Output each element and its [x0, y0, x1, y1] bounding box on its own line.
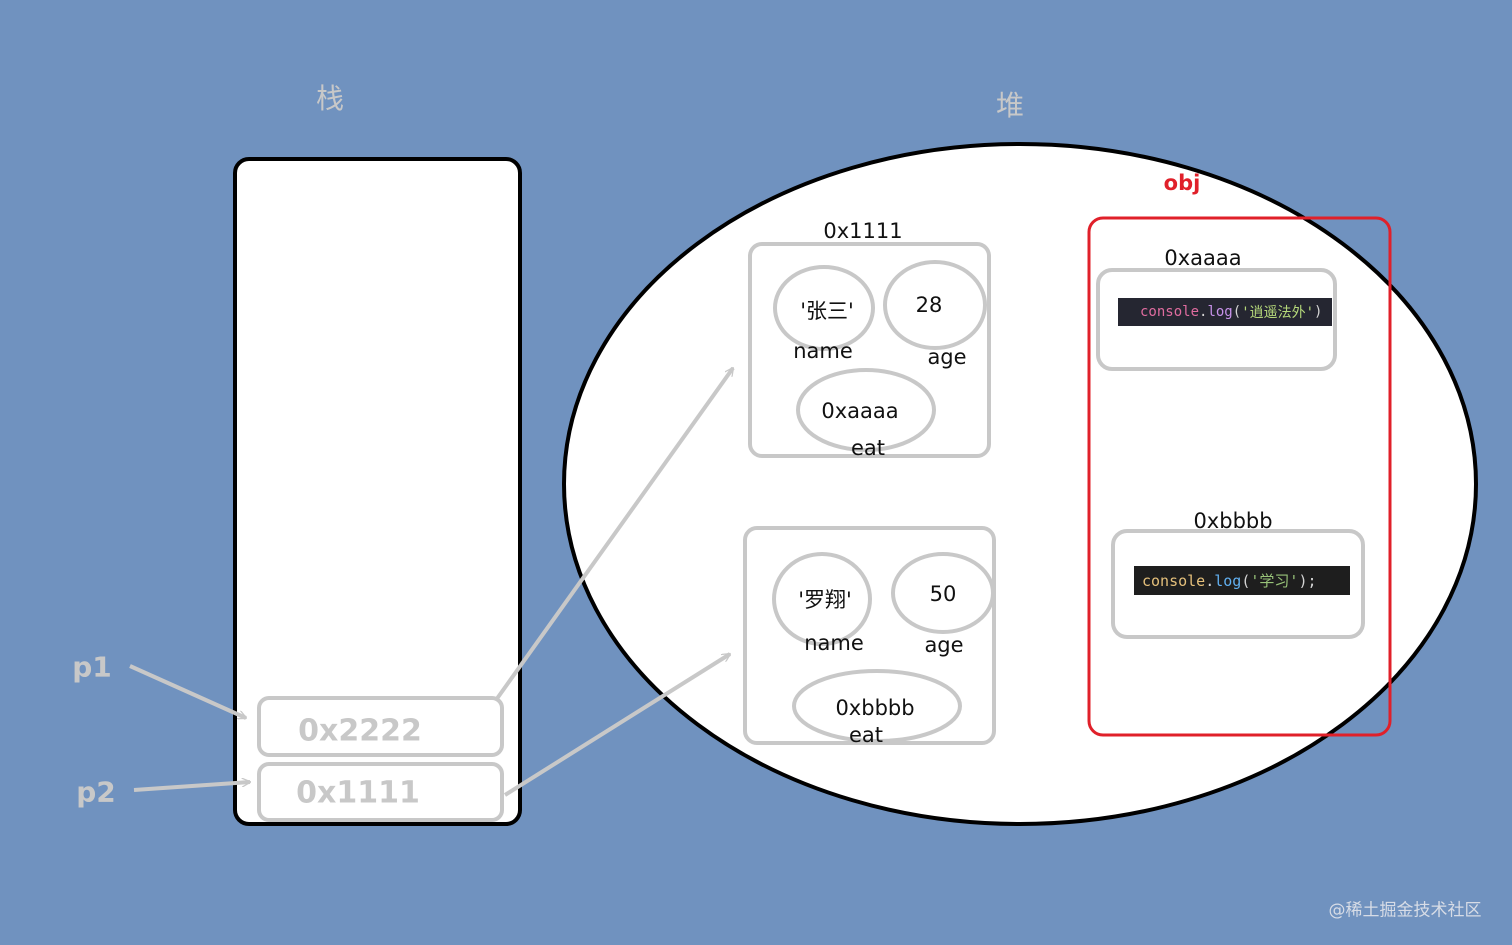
- heap-object-2-eat-ellipse: [792, 669, 962, 743]
- heap-object-1-name-ellipse: [773, 265, 875, 351]
- stack-title: 栈: [315, 82, 345, 115]
- watermark: @稀土掘金技术社区: [1328, 900, 1482, 921]
- heap-object-2-age-ellipse: [891, 552, 995, 634]
- pointer-label-p1: p1: [72, 650, 112, 684]
- stack-cell-p2: [257, 762, 504, 822]
- heap-object-1-age-value: 28: [915, 293, 943, 317]
- heap-object-2-eat-label: eat: [848, 723, 884, 747]
- code-2-function: log: [1214, 571, 1242, 590]
- arrow-cell2-to-heap: [503, 652, 730, 797]
- code-1-object: console: [1140, 304, 1200, 320]
- code-1-close-paren: ): [1314, 304, 1323, 320]
- arrow-cell1-to-heap: [494, 368, 735, 702]
- heap-object-2-box: [743, 526, 996, 745]
- code-snippet-aaaa: console.log('逍遥法外'): [1118, 298, 1332, 326]
- heap-object-1-age-label: age: [927, 345, 967, 369]
- obj-label: obj: [1163, 171, 1201, 195]
- arrow-p2-to-cell: [133, 782, 250, 792]
- heap-object-2-name-label: name: [804, 631, 864, 655]
- code-2-object: console: [1142, 571, 1206, 590]
- obj-highlight-box: [1087, 216, 1392, 737]
- stack-cell-value-p2: 0x1111: [296, 775, 420, 811]
- code-snippet-bbbb: console.log('学习');: [1134, 566, 1350, 595]
- heap-object-2-age-value: 50: [929, 582, 957, 606]
- heap-object-1-eat-value: 0xaaaa: [821, 399, 899, 423]
- arrow-p1-to-cell: [129, 664, 246, 720]
- heap-title: 堆: [995, 89, 1025, 122]
- code-2-string: '学习': [1250, 572, 1299, 590]
- code-2-open-paren: (: [1241, 571, 1251, 590]
- stack-container: [233, 157, 522, 826]
- heap-object-1-address: 0x1111: [823, 219, 903, 243]
- code-1-string: '逍遥法外': [1241, 305, 1315, 321]
- function-box-bbbb: [1111, 529, 1365, 639]
- heap-object-1-eat-label: eat: [850, 436, 886, 460]
- function-address-bbbb: 0xbbbb: [1193, 509, 1273, 533]
- heap-object-2-eat-value: 0xbbbb: [835, 696, 915, 720]
- stack-cell-value-p1: 0x2222: [298, 713, 422, 749]
- pointer-label-p2: p2: [76, 775, 116, 809]
- stack-cell-p1: [257, 696, 504, 757]
- function-address-aaaa: 0xaaaa: [1164, 246, 1242, 270]
- heap-object-2-name-value: '罗翔': [798, 588, 852, 612]
- heap-object-1-age-ellipse: [883, 260, 987, 350]
- code-1-open-paren: (: [1232, 304, 1242, 320]
- code-2-dot: .: [1205, 571, 1215, 590]
- heap-object-1-box: [748, 242, 991, 458]
- heap-object-1-eat-ellipse: [796, 368, 936, 452]
- code-2-close-paren: ): [1298, 571, 1308, 590]
- heap-object-2-name-ellipse: [772, 552, 872, 646]
- heap-object-1-name-label: name: [793, 339, 853, 363]
- code-1-function: log: [1207, 304, 1233, 320]
- heap-object-2-age-label: age: [924, 633, 964, 657]
- heap-object-1-name-value: '张三': [800, 299, 854, 323]
- function-box-aaaa: [1096, 268, 1337, 371]
- heap-ellipse: [562, 142, 1478, 826]
- code-1-dot: .: [1199, 304, 1208, 320]
- code-2-semicolon: ;: [1307, 571, 1317, 590]
